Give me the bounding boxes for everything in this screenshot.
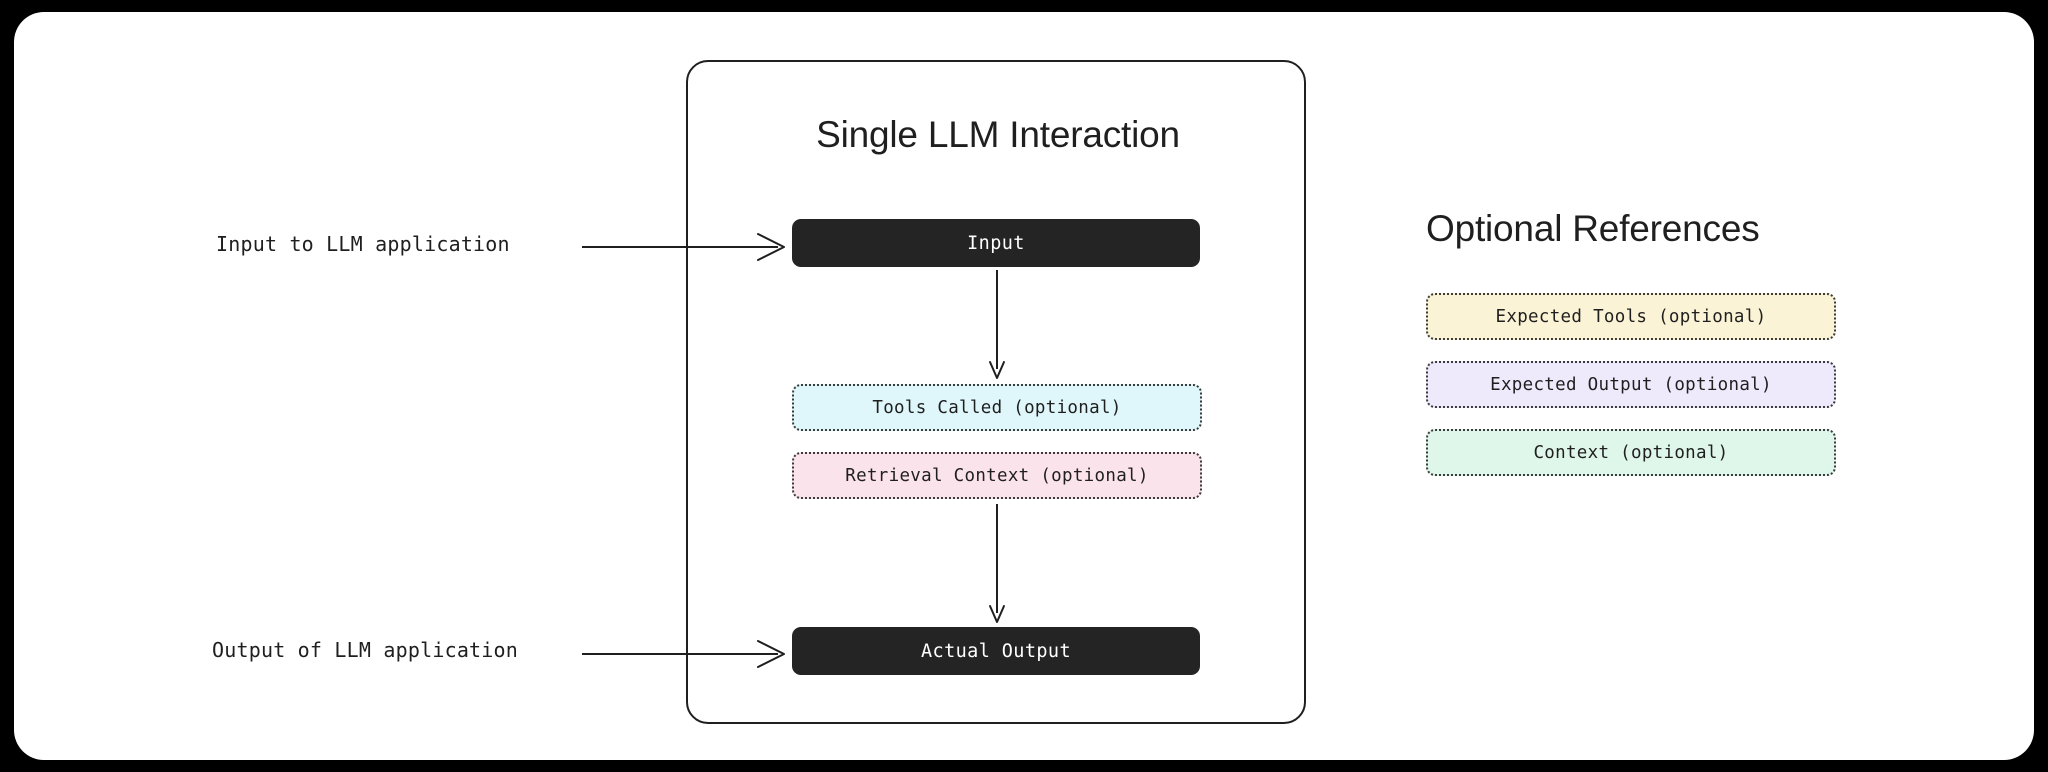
optional-references-title: Optional References bbox=[1426, 208, 1760, 249]
label-input-to-llm-application: Input to LLM application bbox=[216, 232, 510, 256]
reference-context[interactable]: Context (optional) bbox=[1426, 429, 1836, 476]
arrow-input-to-tools-icon bbox=[989, 270, 1005, 379]
reference-expected-output[interactable]: Expected Output (optional) bbox=[1426, 361, 1836, 408]
optional-references-list: Expected Tools (optional) Expected Outpu… bbox=[1426, 293, 1856, 476]
node-retrieval-context[interactable]: Retrieval Context (optional) bbox=[792, 452, 1202, 499]
node-tools-called[interactable]: Tools Called (optional) bbox=[792, 384, 1202, 431]
arrow-context-to-output-icon bbox=[989, 504, 1005, 623]
container-title: Single LLM Interaction bbox=[816, 114, 1180, 155]
page-card: Single LLM Interaction Input Tools Calle… bbox=[14, 12, 2034, 760]
node-actual-output[interactable]: Actual Output bbox=[792, 627, 1200, 675]
label-output-of-llm-application: Output of LLM application bbox=[212, 638, 519, 662]
arrow-input-annotation-icon bbox=[582, 233, 785, 261]
arrow-output-annotation-icon bbox=[582, 640, 785, 668]
optional-references-section: Optional References Expected Tools (opti… bbox=[1426, 208, 1856, 497]
reference-expected-tools[interactable]: Expected Tools (optional) bbox=[1426, 293, 1836, 340]
node-input[interactable]: Input bbox=[792, 219, 1200, 267]
